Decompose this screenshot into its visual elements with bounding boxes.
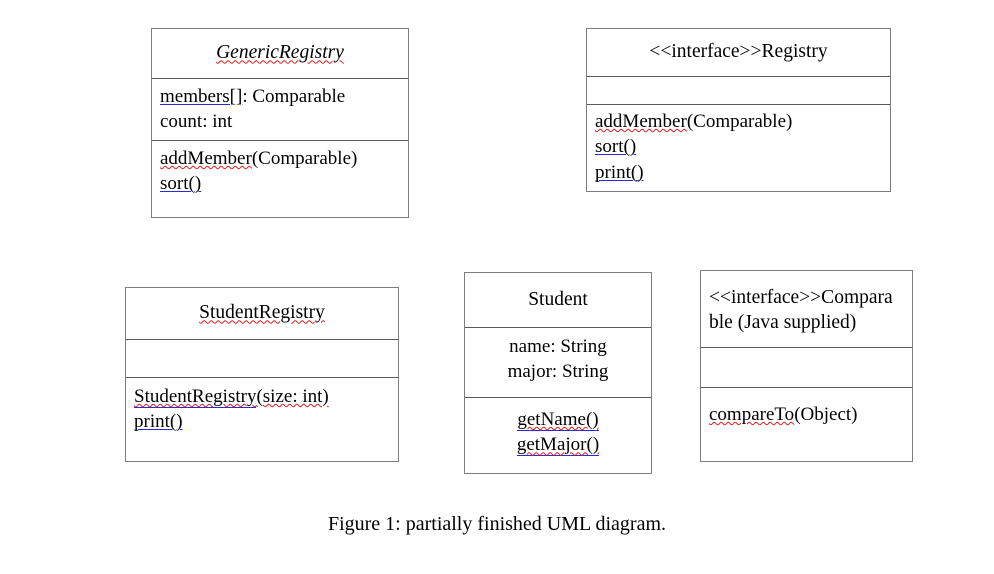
method-name: sort() bbox=[160, 173, 202, 195]
method-row: sort() bbox=[595, 134, 882, 159]
method-row: StudentRegistry(size: int) bbox=[134, 384, 390, 409]
class-methods-compartment: StudentRegistry(size: int) print() bbox=[126, 378, 398, 460]
attribute-name: members[] bbox=[160, 86, 243, 107]
uml-class-generic-registry[interactable]: GenericRegistry members[]: Comparable co… bbox=[151, 28, 409, 218]
interface-name-comparable-line2: ble (Java supplied) bbox=[709, 310, 904, 335]
uml-interface-registry[interactable]: <<interface>>Registry addMember(Comparab… bbox=[586, 28, 891, 192]
figure-caption-text: Figure 1: partially finished UML diagram… bbox=[327, 513, 667, 535]
method-row: addMember(Comparable) bbox=[160, 146, 400, 171]
class-title-compartment: <<interface>>Compara ble (Java supplied) bbox=[701, 271, 912, 348]
attribute-text: name: String bbox=[509, 336, 607, 357]
uml-interface-comparable[interactable]: <<interface>>Compara ble (Java supplied)… bbox=[700, 270, 913, 462]
class-attributes-compartment: members[]: Comparable count: int bbox=[152, 79, 408, 141]
class-methods-compartment: addMember(Comparable) sort() print() bbox=[587, 105, 890, 191]
method-params: (Comparable) bbox=[686, 111, 793, 132]
uml-class-student[interactable]: Student name: String major: String getNa… bbox=[464, 272, 652, 474]
method-params: (Comparable) bbox=[251, 148, 358, 169]
class-name-text: StudentRegistry bbox=[199, 302, 325, 324]
method-name: print() bbox=[134, 411, 183, 433]
class-name-student: Student bbox=[528, 287, 588, 312]
attribute-row: major: String bbox=[473, 359, 643, 384]
attribute-type: : Comparable bbox=[242, 86, 346, 107]
interface-name-text: <<interface>>Registry bbox=[649, 41, 828, 63]
attribute-text: count: int bbox=[160, 111, 233, 133]
uml-class-student-registry[interactable]: StudentRegistry StudentRegistry(size: in… bbox=[125, 287, 399, 462]
method-name: sort() bbox=[595, 136, 637, 158]
class-attributes-compartment bbox=[126, 340, 398, 378]
attribute-text: major: String bbox=[507, 361, 609, 383]
interface-name-text: ble (Java supplied) bbox=[709, 312, 857, 334]
class-name-generic-registry: GenericRegistry bbox=[216, 40, 344, 65]
class-name-text: Student bbox=[528, 288, 588, 310]
method-row: addMember(Comparable) bbox=[595, 109, 882, 134]
interface-name-registry: <<interface>>Registry bbox=[649, 39, 827, 64]
attribute-row: name: String bbox=[473, 334, 643, 359]
class-name-student-registry: StudentRegistry bbox=[199, 300, 325, 325]
method-row: print() bbox=[134, 409, 390, 434]
class-methods-compartment: compareTo(Object) bbox=[701, 388, 912, 461]
method-name: compareTo bbox=[709, 404, 795, 425]
method-params: (Object) bbox=[794, 404, 858, 425]
method-params: (size: int) bbox=[256, 386, 329, 407]
method-row: print() bbox=[595, 160, 882, 185]
class-attributes-compartment bbox=[701, 348, 912, 388]
method-name: addMember bbox=[160, 148, 252, 169]
method-name: print() bbox=[595, 161, 644, 183]
class-methods-compartment: addMember(Comparable) sort() bbox=[152, 141, 408, 217]
figure-caption: Figure 1: partially finished UML diagram… bbox=[0, 512, 994, 536]
interface-name-text: <<interface>>Compara bbox=[709, 287, 893, 308]
method-name: getMajor() bbox=[516, 434, 600, 457]
class-title-compartment: Student bbox=[465, 273, 651, 328]
attribute-row: members[]: Comparable bbox=[160, 84, 400, 109]
method-name: getName() bbox=[517, 409, 599, 431]
method-row: getMajor() bbox=[473, 432, 643, 457]
class-attributes-compartment bbox=[587, 77, 890, 105]
class-attributes-compartment: name: String major: String bbox=[465, 328, 651, 398]
method-name: StudentRegistry bbox=[134, 386, 257, 408]
class-title-compartment: GenericRegistry bbox=[152, 29, 408, 79]
class-title-compartment: StudentRegistry bbox=[126, 288, 398, 340]
interface-name-comparable-line1: <<interface>>Compara bbox=[709, 285, 904, 310]
method-row: sort() bbox=[160, 171, 400, 196]
attribute-row: count: int bbox=[160, 109, 400, 134]
method-row: getName() bbox=[473, 407, 643, 432]
class-name-text: GenericRegistry bbox=[216, 42, 344, 64]
class-title-compartment: <<interface>>Registry bbox=[587, 29, 890, 77]
method-row: compareTo(Object) bbox=[709, 402, 904, 427]
method-name: addMember bbox=[595, 111, 687, 132]
class-methods-compartment: getName() getMajor() bbox=[465, 398, 651, 475]
